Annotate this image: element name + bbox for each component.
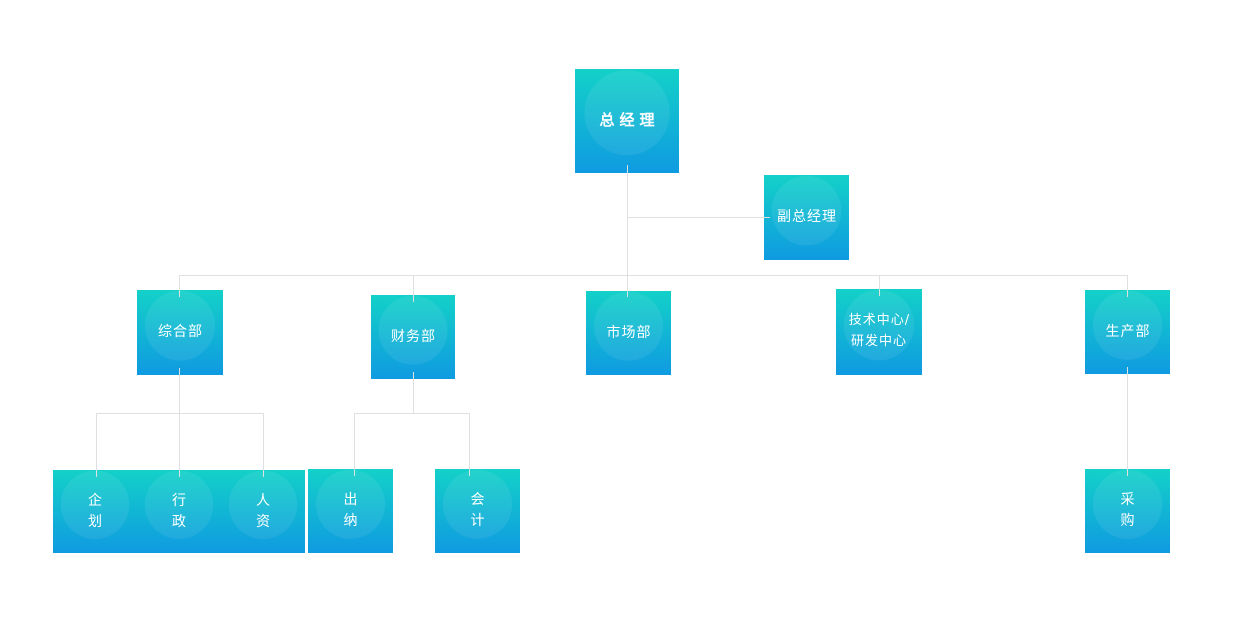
org-node-general-affairs-dept[interactable]: 综合部	[137, 290, 223, 375]
org-node-tech-rnd-center[interactable]: 技术中心/ 研发中心	[836, 289, 922, 375]
connector-drop-finance	[413, 275, 414, 302]
org-node-label: 综合部	[158, 324, 203, 341]
org-node-human-resources[interactable]: 人 资	[221, 470, 305, 553]
connector-finance-trunk	[413, 372, 414, 413]
org-node-label: 财务部	[391, 328, 436, 345]
connector-drop-production	[1127, 275, 1128, 297]
org-node-label: 会 计	[470, 492, 485, 529]
org-node-label: 总经理	[599, 111, 660, 130]
connector-drop-human-resources	[263, 413, 264, 477]
org-node-procurement[interactable]: 采 购	[1085, 469, 1170, 553]
org-node-cashier[interactable]: 出 纳	[308, 469, 393, 553]
connector-gm-trunk	[627, 165, 628, 297]
org-node-planning[interactable]: 企 划	[53, 470, 137, 553]
connector-level2-rail	[179, 275, 1128, 276]
org-node-general-manager[interactable]: 总经理	[575, 69, 679, 173]
org-node-label: 技术中心/ 研发中心	[848, 313, 911, 349]
org-node-label: 企 划	[88, 492, 102, 530]
connector-gm-to-deputy	[627, 217, 770, 218]
org-node-label: 人 资	[256, 492, 270, 530]
org-node-accounting[interactable]: 会 计	[435, 469, 520, 553]
org-node-label: 副总经理	[777, 209, 837, 226]
connector-drop-general-affairs	[179, 275, 180, 297]
org-node-production-dept[interactable]: 生产部	[1085, 290, 1170, 374]
org-node-label: 行 政	[172, 492, 186, 530]
org-node-label: 生产部	[1105, 323, 1151, 340]
connector-drop-cashier	[354, 413, 355, 476]
org-node-finance-dept[interactable]: 财务部	[371, 295, 455, 379]
org-node-deputy-general-manager[interactable]: 副总经理	[764, 175, 849, 260]
connector-general-affairs-rail	[96, 413, 264, 414]
org-node-label: 市场部	[606, 324, 652, 341]
org-node-label: 出 纳	[343, 492, 358, 529]
connector-production-to-procurement	[1127, 367, 1128, 476]
org-node-marketing-dept[interactable]: 市场部	[586, 291, 671, 375]
org-node-label: 采 购	[1120, 492, 1135, 529]
connector-drop-accounting	[469, 413, 470, 476]
connector-drop-planning	[96, 413, 97, 477]
connector-finance-rail	[354, 413, 469, 414]
connector-drop-tech-center	[879, 275, 880, 296]
org-node-administration[interactable]: 行 政	[137, 470, 221, 553]
connector-general-affairs-trunk	[179, 368, 180, 477]
